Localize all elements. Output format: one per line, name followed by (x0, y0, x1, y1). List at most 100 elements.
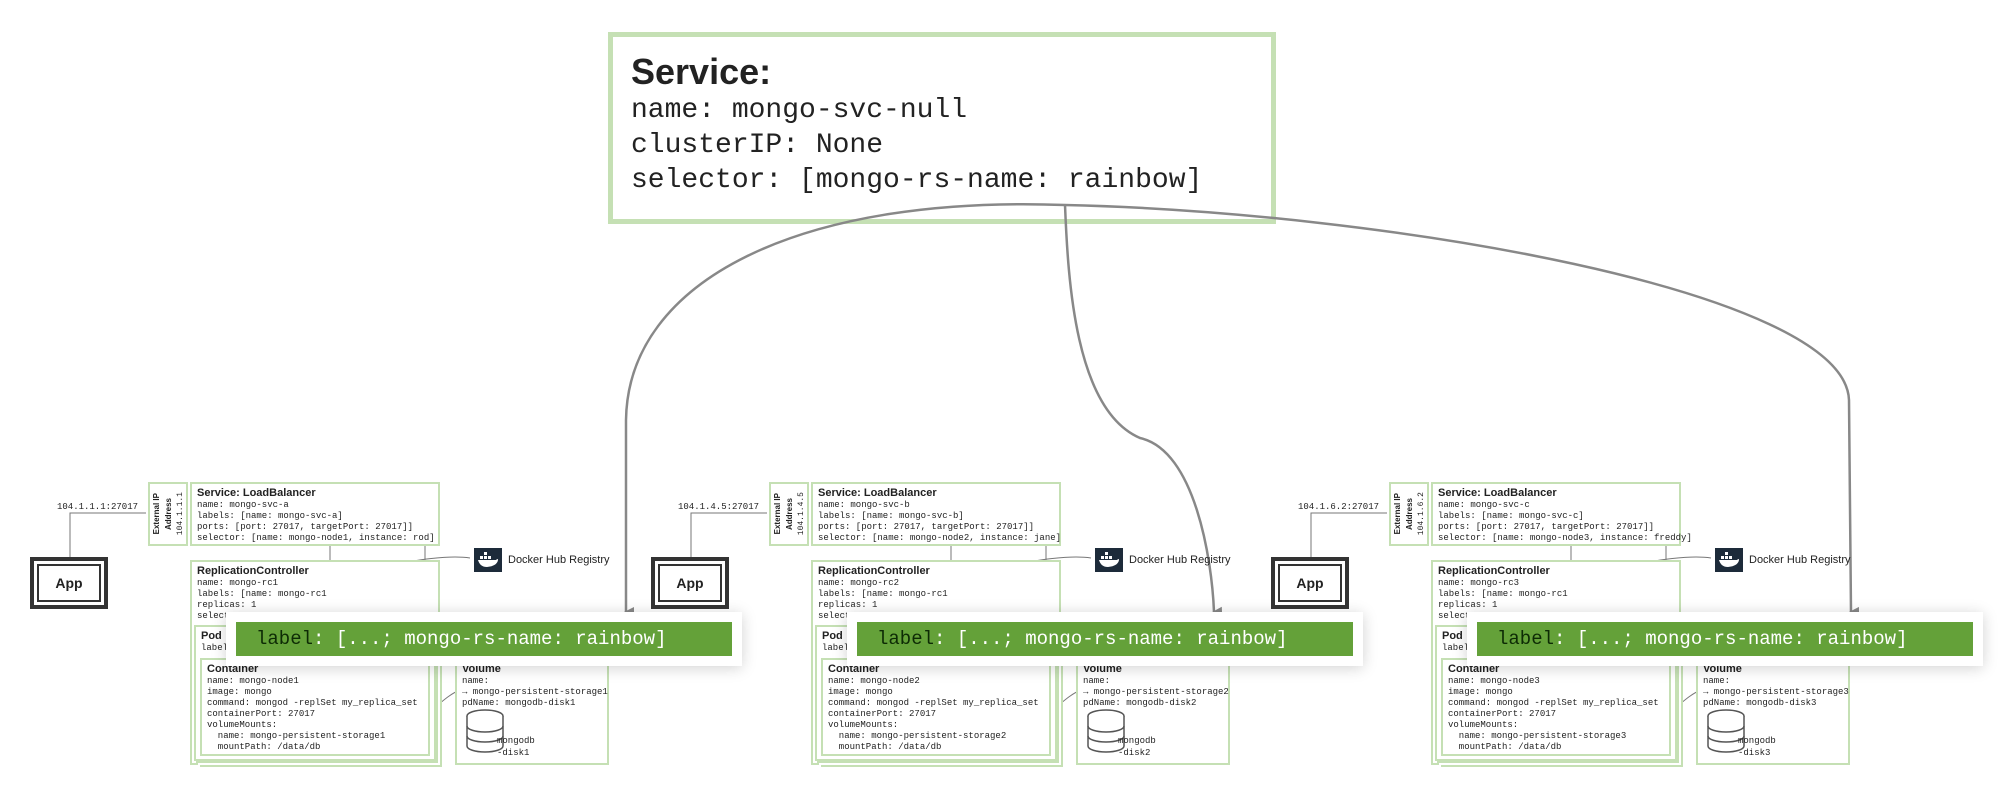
label-key: label (877, 628, 935, 650)
load-balancer-line: ports: [port: 27017, targetPort: 27017]] (197, 522, 414, 532)
load-balancer-line: selector: [name: mongo-node1, instance: … (197, 533, 435, 543)
container-title: Container (828, 663, 880, 675)
container-line: name: mongo-persistent-storage2 (828, 731, 1007, 741)
load-balancer-line: ports: [port: 27017, targetPort: 27017]] (818, 522, 1035, 532)
docker-hub-registry: Docker Hub Registry (1095, 548, 1230, 572)
volume-title: Volume (1083, 663, 1122, 675)
app-to-ip-line (69, 512, 146, 557)
external-ip-box: External IP Address 104.1.6.2 (1389, 482, 1429, 546)
container-box: Container name: mongo-node1 image: mongo… (200, 658, 430, 756)
pod-label-banner: label: [...; mongo-rs-name: rainbow] (857, 622, 1353, 656)
app-to-ip-line (1310, 512, 1387, 557)
label-value: : [...; mongo-rs-name: rainbow] (313, 628, 667, 650)
volume-box: Volume name: → mongo-persistent-storage2… (1076, 658, 1230, 765)
app-to-ip-line (690, 512, 767, 557)
docker-whale-icon (474, 548, 502, 572)
label-value: : [...; mongo-rs-name: rainbow] (934, 628, 1288, 650)
label-value: : [...; mongo-rs-name: rainbow] (1554, 628, 1908, 650)
load-balancer-box: Service: LoadBalancer name: mongo-svc-a … (190, 482, 440, 546)
database-disk-icon (1707, 709, 1745, 753)
external-ip-value: 104.1.1.1 (175, 492, 185, 536)
rc-line: selector (818, 611, 862, 621)
container-line: image: mongo (207, 687, 272, 697)
load-balancer-title: Service: LoadBalancer (818, 487, 937, 499)
app-ip-port: 104.1.1.1:27017 (57, 502, 139, 512)
database-disk-icon (466, 709, 504, 753)
load-balancer-line: selector: [name: mongo-node3, instance: … (1438, 533, 1692, 543)
container-title: Container (1448, 663, 1500, 675)
headless-service-box: Service: name: mongo-svc-null clusterIP:… (608, 32, 1276, 224)
disk-name-line: mongodb (1738, 736, 1776, 746)
load-balancer-title: Service: LoadBalancer (197, 487, 316, 499)
rc-line: name: mongo-rc1 (197, 578, 279, 588)
container-line: command: mongod -replSet my_replica_set (1448, 698, 1659, 708)
container-box: Container name: mongo-node3 image: mongo… (1441, 658, 1671, 756)
volume-title: Volume (462, 663, 501, 675)
container-box: Container name: mongo-node2 image: mongo… (821, 658, 1051, 756)
pod-label-line: label (822, 643, 850, 653)
volume-line: name: (1083, 676, 1111, 686)
load-balancer-title: Service: LoadBalancer (1438, 487, 1557, 499)
rc-line: labels: [name: mongo-rc1 (818, 589, 948, 599)
container-line: name: mongo-node2 (828, 676, 920, 686)
external-ip-title: External IP (772, 493, 782, 535)
load-balancer-line: ports: [port: 27017, targetPort: 27017]] (1438, 522, 1655, 532)
external-ip-box: External IP Address 104.1.4.5 (769, 482, 809, 546)
container-line: containerPort: 27017 (207, 709, 316, 719)
replication-controller-title: ReplicationController (1438, 565, 1550, 577)
pod-title: Pod (822, 630, 843, 642)
volume-box: Volume name: → mongo-persistent-storage1… (455, 658, 609, 765)
external-ip-box: External IP Address 104.1.1.1 (148, 482, 188, 546)
selector-link-1 (624, 203, 1066, 617)
docker-hub-registry: Docker Hub Registry (1715, 548, 1850, 572)
disk-name-line: -disk2 (1118, 748, 1151, 758)
database-disk-icon (1087, 709, 1125, 753)
rc-line: replicas: 1 (818, 600, 878, 610)
container-line: name: mongo-persistent-storage3 (1448, 731, 1627, 741)
load-balancer-line: labels: [name: mongo-svc-a] (197, 511, 343, 521)
pod-label-banner: label: [...; mongo-rs-name: rainbow] (1477, 622, 1973, 656)
rc-line: replicas: 1 (197, 600, 257, 610)
app-ip-port: 104.1.4.5:27017 (678, 502, 760, 512)
rc-line: labels: [name: mongo-rc1 (197, 589, 327, 599)
docker-whale-icon (1715, 548, 1743, 572)
rc-line: name: mongo-rc2 (818, 578, 900, 588)
volume-box: Volume name: → mongo-persistent-storage3… (1696, 658, 1850, 765)
pod-label-line: label (201, 643, 229, 653)
container-line: containerPort: 27017 (1448, 709, 1557, 719)
docker-hub-registry: Docker Hub Registry (474, 548, 609, 572)
docker-hub-label: Docker Hub Registry (1749, 554, 1851, 566)
label-key: label (256, 628, 314, 650)
container-line: mountPath: /data/db (828, 742, 942, 752)
rc-line: replicas: 1 (1438, 600, 1498, 610)
selector-link-2 (1063, 204, 1223, 617)
load-balancer-line: labels: [name: mongo-svc-b] (818, 511, 964, 521)
docker-whale-icon (1095, 548, 1123, 572)
load-balancer-line: name: mongo-svc-c (1438, 500, 1530, 510)
container-line: image: mongo (1448, 687, 1513, 697)
container-line: image: mongo (828, 687, 893, 697)
container-line: name: mongo-node1 (207, 676, 299, 686)
rc-line: labels: [name: mongo-rc1 (1438, 589, 1568, 599)
external-ip-title-2: Address (784, 497, 794, 530)
selector-link-3 (1064, 203, 1860, 617)
rc-line: name: mongo-rc3 (1438, 578, 1520, 588)
disk-name-line: -disk1 (497, 748, 530, 758)
docker-hub-label: Docker Hub Registry (508, 554, 610, 566)
container-line: command: mongod -replSet my_replica_set (207, 698, 418, 708)
container-line: mountPath: /data/db (207, 742, 321, 752)
headless-service-title: Service: (631, 51, 772, 92)
disk-name-line: mongodb (497, 736, 535, 746)
docker-hub-label: Docker Hub Registry (1129, 554, 1231, 566)
load-balancer-line: selector: [name: mongo-node2, instance: … (818, 533, 1062, 543)
rc-line: selector (197, 611, 241, 621)
volume-line: pdName: mongodb-disk2 (1083, 698, 1197, 708)
external-ip-title-2: Address (1404, 497, 1414, 530)
app-label: App (658, 564, 722, 602)
container-line: name: mongo-persistent-storage1 (207, 731, 386, 741)
external-ip-title: External IP (151, 493, 161, 535)
headless-service-selector: selector: [mongo-rs-name: rainbow] (631, 165, 1203, 196)
pod-label-banner: label: [...; mongo-rs-name: rainbow] (236, 622, 732, 656)
label-key: label (1497, 628, 1555, 650)
container-line: volumeMounts: (207, 720, 278, 730)
